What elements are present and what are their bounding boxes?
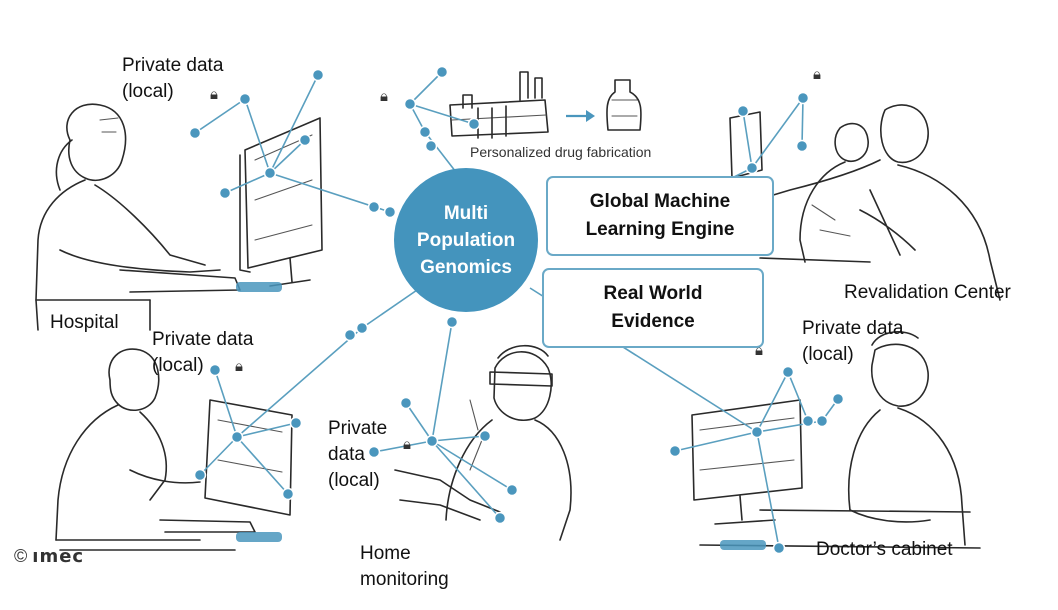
- padlock-icon: 🔒︎: [235, 358, 243, 375]
- multi-population-genomics-hub: Multi Population Genomics: [394, 168, 538, 312]
- box-line: Global Machine: [589, 191, 731, 212]
- box-line: Evidence: [611, 311, 695, 332]
- private-data-label-mid-left: Private data (local): [152, 329, 254, 376]
- network-nodes: [188, 65, 845, 555]
- hub-line: Population: [416, 229, 516, 251]
- box-line: Learning Engine: [585, 219, 735, 240]
- box-line: Real World: [603, 283, 703, 304]
- private-data-label-doctor: Private data (local): [802, 318, 904, 365]
- site-label-doctor: Doctor’s cabinet: [816, 539, 953, 560]
- padlock-icon: 🔒︎: [813, 66, 821, 83]
- padlock-icon: 🔒︎: [380, 88, 388, 105]
- arrow-right-icon: [566, 110, 595, 122]
- hub-line: Genomics: [420, 256, 512, 278]
- real-world-evidence-box: Real World Evidence: [542, 268, 764, 348]
- logo-brand: ımec: [32, 546, 85, 567]
- drug-fabrication-sketch: [449, 71, 642, 139]
- site-label-hospital: Hospital: [50, 312, 119, 333]
- hub-line: Multi: [443, 202, 489, 224]
- padlock-icon: 🔒︎: [403, 436, 411, 453]
- padlock-icon: 🔒︎: [755, 342, 763, 359]
- site-label-revalidation: Revalidation Center: [844, 282, 1011, 303]
- workstation-sketch: [55, 348, 293, 551]
- site-label-home-monitoring: Home monitoring: [360, 543, 449, 590]
- revalidation-sketch: [729, 104, 1001, 301]
- copyright-symbol: ©: [14, 546, 28, 566]
- home-monitoring-sketch: [394, 345, 572, 541]
- doctor-cabinet-sketch: [691, 331, 981, 550]
- network-lines: [194, 71, 839, 549]
- hospital-sketch: [35, 103, 323, 331]
- private-data-label-hospital: Private data (local): [122, 55, 224, 102]
- global-ml-engine-box: Global Machine Learning Engine: [546, 176, 774, 256]
- drug-fabrication-caption: Personalized drug fabrication: [470, 144, 652, 160]
- padlock-icon: 🔒︎: [210, 86, 218, 103]
- imec-logo: © ımec: [14, 546, 84, 567]
- private-data-label-home: Private data (local): [328, 418, 388, 491]
